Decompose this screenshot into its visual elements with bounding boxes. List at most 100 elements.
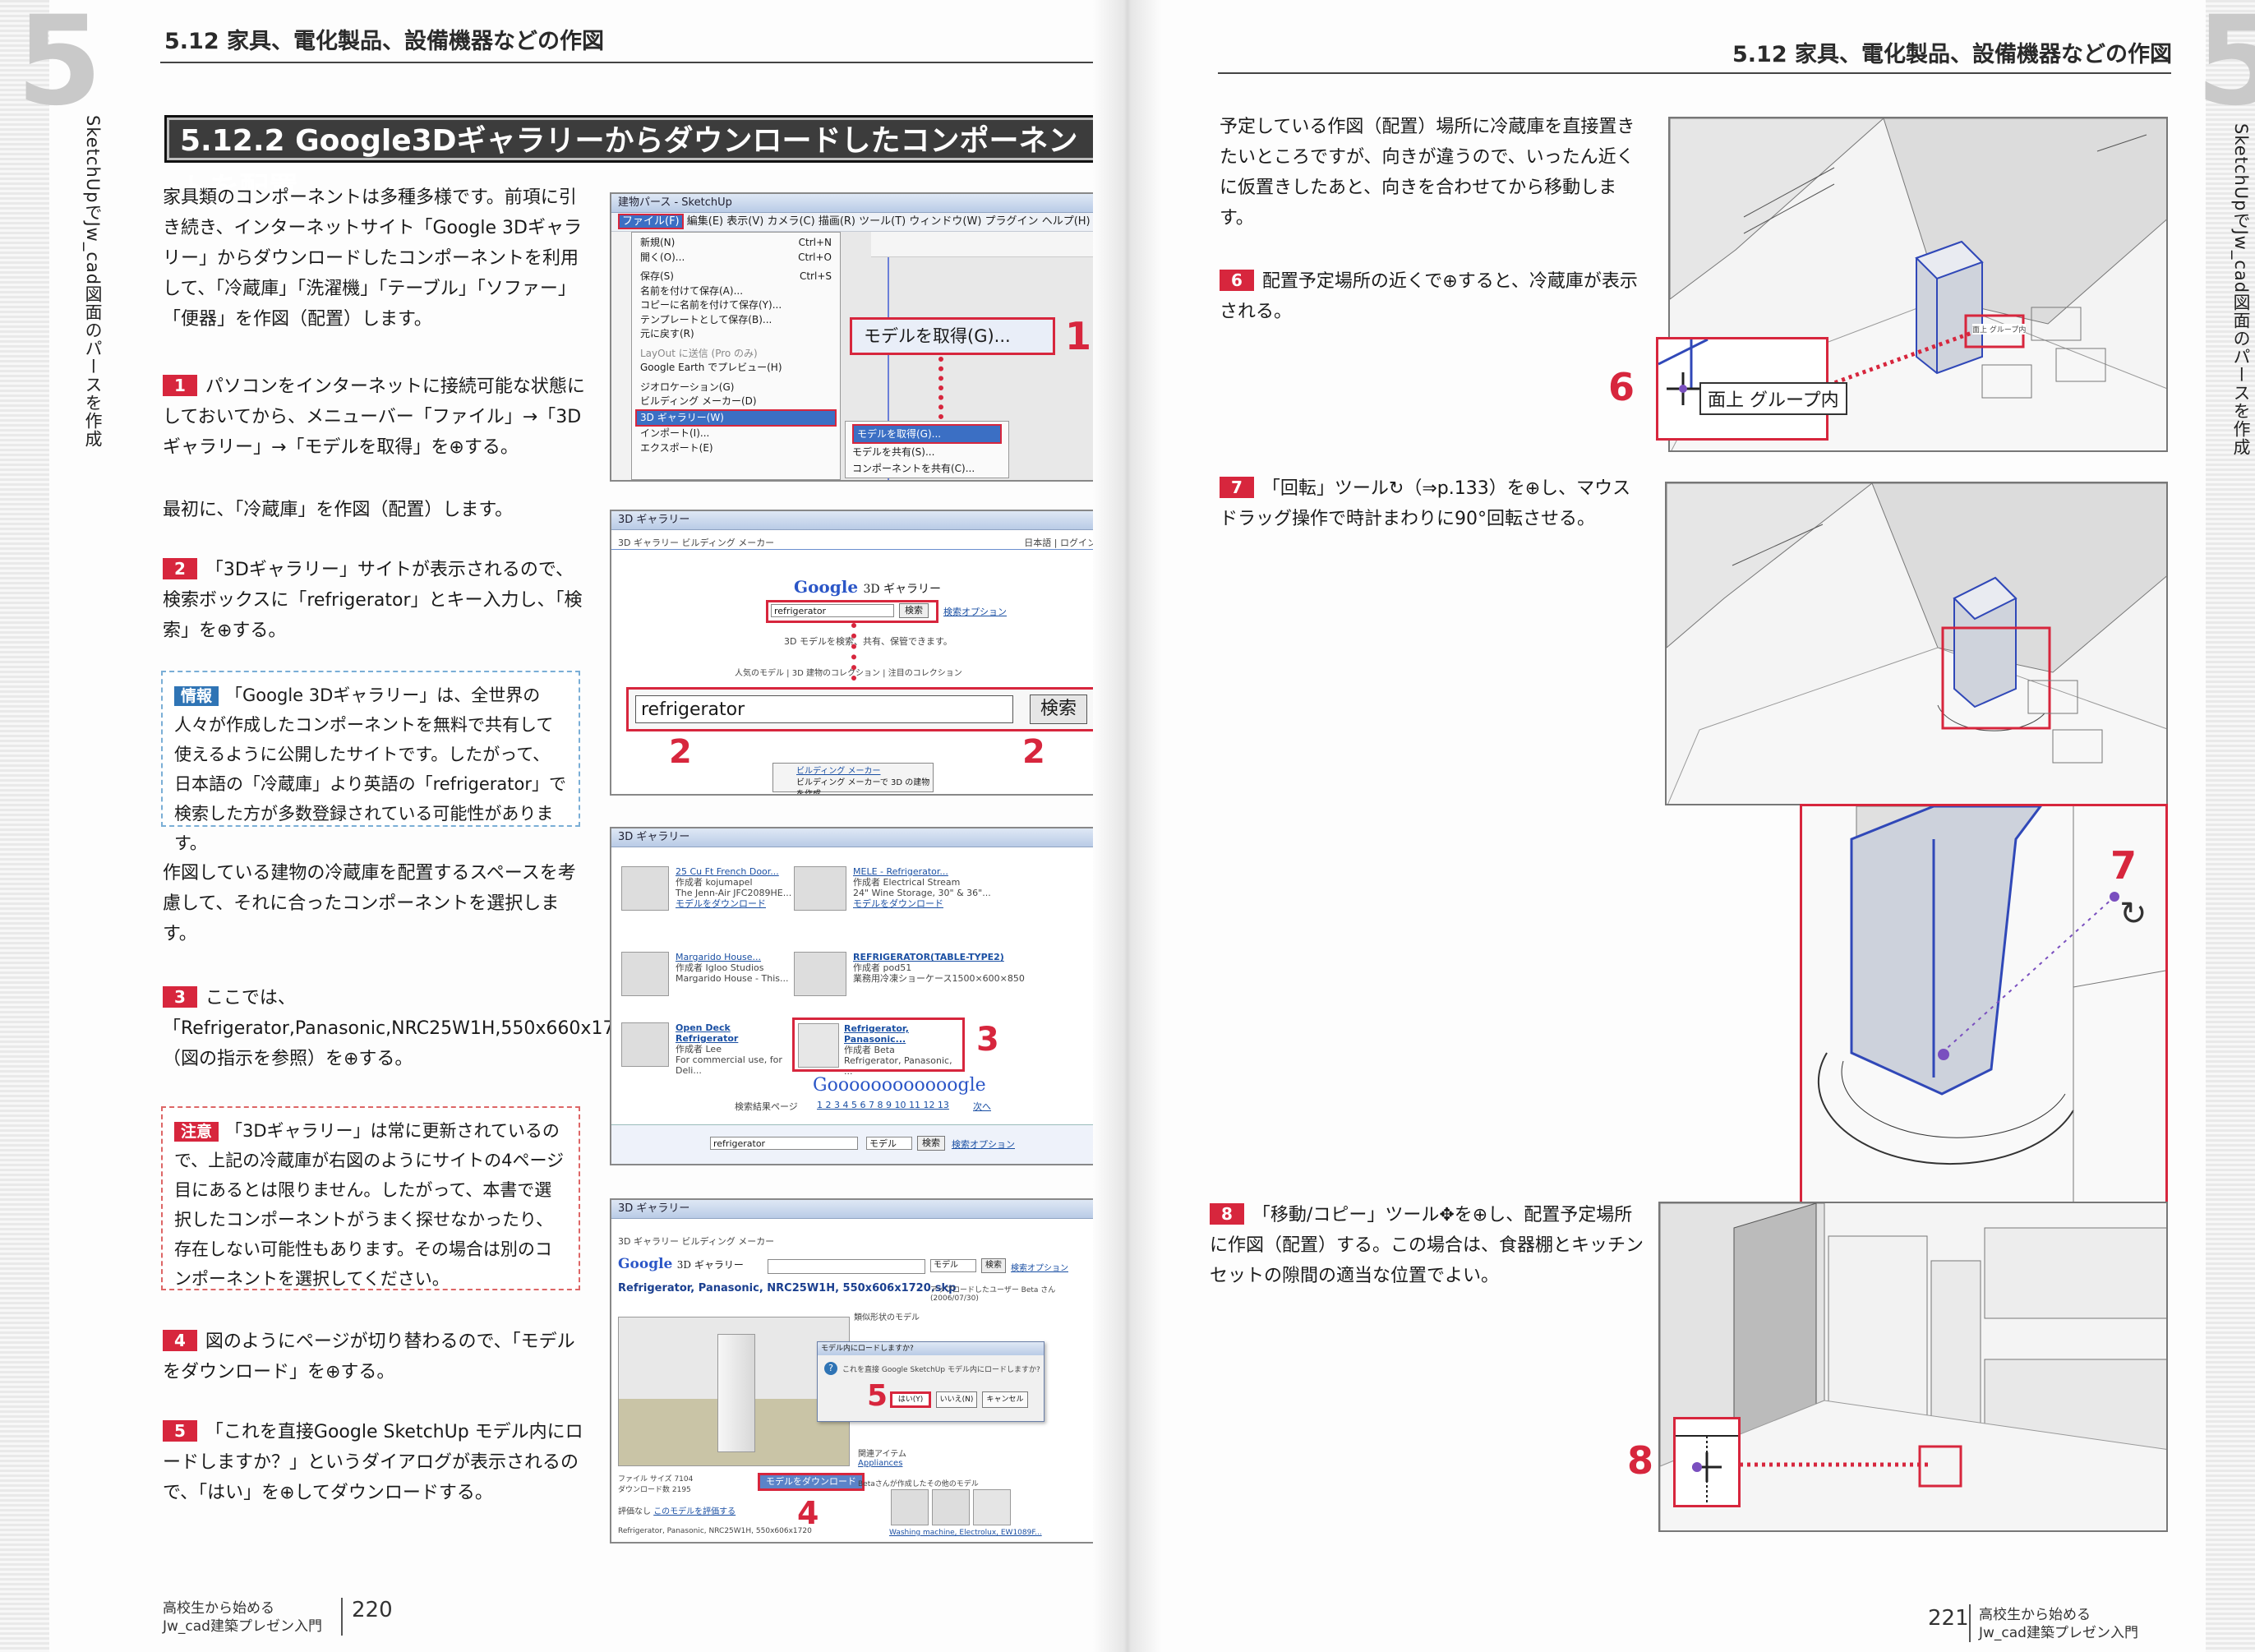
model-search-input[interactable] — [768, 1259, 925, 1274]
bottom-search-button[interactable]: 検索 — [917, 1136, 945, 1151]
result-thumbnail[interactable] — [794, 952, 846, 996]
gallery-nav[interactable]: 3D ギャラリー ビルディング メーカー — [618, 538, 775, 548]
model-uploader: アップロードしたユーザー Beta さん (2006/07/30) — [930, 1286, 1056, 1303]
thumbnail[interactable] — [891, 1489, 929, 1525]
submenu-share-component[interactable]: コンポーネントを共有(C)... — [852, 463, 975, 474]
menu-item-new[interactable]: 新規(N)Ctrl+N — [640, 237, 832, 248]
submenu-share-model[interactable]: モデルを共有(S)... — [852, 446, 935, 458]
menu-view[interactable]: 表示(V) — [726, 215, 764, 228]
zoom-6-drawing — [1658, 338, 1709, 405]
menu-item-save-copy[interactable]: コピーに名前を付けて保存(Y)... — [640, 299, 782, 311]
menu-plugins[interactable]: プラグイン — [985, 215, 1039, 228]
folio-divider — [1969, 1604, 1971, 1642]
menu-draw[interactable]: 描画(R) — [818, 215, 856, 228]
result-thumbnail[interactable] — [621, 952, 669, 996]
search-button[interactable]: 検索 — [1030, 694, 1087, 724]
bottom-model-select[interactable]: モデル — [866, 1137, 912, 1150]
menu-item-save-template[interactable]: テンプレートとして保存(B)... — [640, 313, 772, 325]
question-icon: ? — [824, 1362, 837, 1375]
dialog-yes-button[interactable]: はい(Y) — [890, 1391, 931, 1408]
bottom-search-input[interactable]: refrigerator — [710, 1137, 858, 1150]
rating: 評価なし このモデルを評価する — [618, 1507, 736, 1516]
model-select[interactable]: モデル — [930, 1259, 976, 1272]
result-thumbnail[interactable] — [621, 1022, 669, 1067]
head-rule — [1218, 72, 2171, 74]
menu-item-revert[interactable]: 元に戻す(R) — [640, 328, 694, 339]
menu-item-geolocation[interactable]: ジオロケーション(G) — [640, 381, 735, 393]
model-preview[interactable] — [618, 1317, 850, 1466]
page-edge — [2206, 0, 2255, 1652]
menu-item-building-maker[interactable]: ビルディング メーカー(D) — [640, 395, 757, 407]
chapter-side-title: SketchUpでJw_cad図面のパースを作成 — [83, 115, 103, 449]
menu-item-save[interactable]: 保存(S)Ctrl+S — [640, 270, 832, 282]
menu-item-google-earth[interactable]: Google Earth でプレビュー(H) — [640, 362, 782, 373]
pager-pages[interactable]: 1 2 3 4 5 6 7 8 9 10 11 12 13 — [817, 1100, 949, 1110]
scene-move-fridge[interactable] — [1658, 1202, 2168, 1532]
small-search-button[interactable]: 検索 — [899, 603, 929, 618]
thumbnail[interactable] — [932, 1489, 970, 1525]
callout-get-model: モデルを取得(G)... — [850, 317, 1055, 355]
menu-item-import[interactable]: インポート(I)... — [640, 427, 710, 439]
menu-edit[interactable]: 編集(E) — [686, 215, 724, 228]
menu-item-open[interactable]: 開く(O)...Ctrl+O — [640, 251, 832, 263]
search-input[interactable]: refrigerator — [635, 695, 1013, 723]
step-5: 5「これを直接Google SketchUp モデル内にロードしますか？」という… — [163, 1417, 590, 1508]
running-head: 5.12 家具、電化製品、設備機器などの作図 — [1732, 42, 2173, 67]
menu-window[interactable]: ウィンドウ(W) — [909, 215, 982, 228]
washing-machine-link[interactable]: Washing machine, Electrolux, EW1089F... — [889, 1529, 1042, 1537]
lang-login[interactable]: 日本語 | ログイン — [1024, 538, 1096, 548]
scene-rotate-fridge[interactable] — [1665, 482, 2168, 805]
file-dropdown: 新規(N)Ctrl+N 開く(O)...Ctrl+O 保存(S)Ctrl+S 名… — [631, 232, 841, 480]
menu-tools[interactable]: ツール(T) — [859, 215, 906, 228]
scene-7-drawing — [1667, 483, 2166, 804]
step-8-text: 「移動/コピー」ツール✥を⊕し、配置予定場所に作図（配置）する。この場合は、食器… — [1210, 1205, 1644, 1286]
dialog-no-button[interactable]: いいえ(N) — [936, 1391, 977, 1408]
menu-item-3d-gallery[interactable]: 3D ギャラリー(W) — [635, 408, 837, 427]
bottom-adv-link[interactable]: 検索オプション — [952, 1139, 1015, 1150]
result-thumbnail[interactable] — [794, 866, 846, 911]
result-thumbnail[interactable] — [798, 1023, 839, 1068]
small-search-input[interactable]: refrigerator — [771, 604, 894, 617]
gallery-nav[interactable]: 3D ギャラリー ビルディング メーカー — [618, 1236, 775, 1247]
menu-item-export[interactable]: エクスポート(E) — [640, 441, 713, 454]
step-1-badge: 1 — [163, 375, 197, 396]
dialog-cancel-button[interactable]: キャンセル — [982, 1391, 1028, 1408]
search-highlight: refrigerator 検索 — [626, 687, 1096, 731]
other-models[interactable]: Betaさんが作成したその他のモデル — [858, 1480, 979, 1488]
download-model-button[interactable]: モデルをダウンロード — [758, 1473, 865, 1491]
marker-1: 1 — [1065, 314, 1092, 358]
scene-place-fridge[interactable]: 面上 グループ内 — [1668, 117, 2168, 452]
dialog-title: モデル内にロードしますか? — [818, 1342, 1044, 1355]
popular-links[interactable]: 人気のモデル | 3D 建物のコレクション | 注目のコレクション — [735, 669, 962, 678]
menu-help[interactable]: ヘルプ(H) — [1041, 215, 1091, 228]
step-6-text: 配置予定場所の近くで⊕すると、冷蔵庫が表示される。 — [1220, 271, 1638, 322]
menu-camera[interactable]: カメラ(C) — [767, 215, 815, 228]
model-adv-link[interactable]: 検索オプション — [1011, 1264, 1068, 1273]
submenu-get-model[interactable]: モデルを取得(G)... — [852, 424, 1002, 444]
menu-file[interactable]: ファイル(F) — [618, 214, 684, 229]
pager-next[interactable]: 次へ — [973, 1101, 991, 1112]
zoom-8-drawing — [1676, 1435, 1738, 1505]
result-thumbnail[interactable] — [621, 866, 669, 911]
building-maker-promo[interactable]: ビルディング メーカービルディング メーカーで 3D の建物を作成 — [772, 763, 934, 794]
similar-models[interactable]: 類似形状のモデル — [854, 1313, 920, 1322]
screenshot-file-menu: 建物パース - SketchUp ファイル(F) 編集(E) 表示(V) カメラ… — [610, 192, 1108, 482]
model-search-button[interactable]: 検索 — [981, 1258, 1006, 1273]
intro-paragraph: 家具類のコンポーネントは多種多様です。前項に引き続き、インターネットサイト「Go… — [163, 187, 582, 330]
thumbnail[interactable] — [973, 1489, 1011, 1525]
menu-item-save-as[interactable]: 名前を付けて保存(A)... — [640, 284, 744, 297]
step-5-text: 「これを直接Google SketchUp モデル内にロードしますか？」というダ… — [163, 1422, 583, 1503]
marker-3: 3 — [976, 1021, 999, 1059]
result-item[interactable]: MELE - Refrigerator...作成者 Electrical Str… — [794, 866, 1065, 916]
advanced-search-link[interactable]: 検索オプション — [943, 607, 1007, 617]
step-3-badge: 3 — [163, 986, 197, 1008]
gallery-logo: Google 3D ギャラリー — [618, 1256, 744, 1272]
right-page: 5 SketchUpでJw_cad図面のパースを作成 5.12 家具、電化製品、… — [1128, 0, 2255, 1652]
